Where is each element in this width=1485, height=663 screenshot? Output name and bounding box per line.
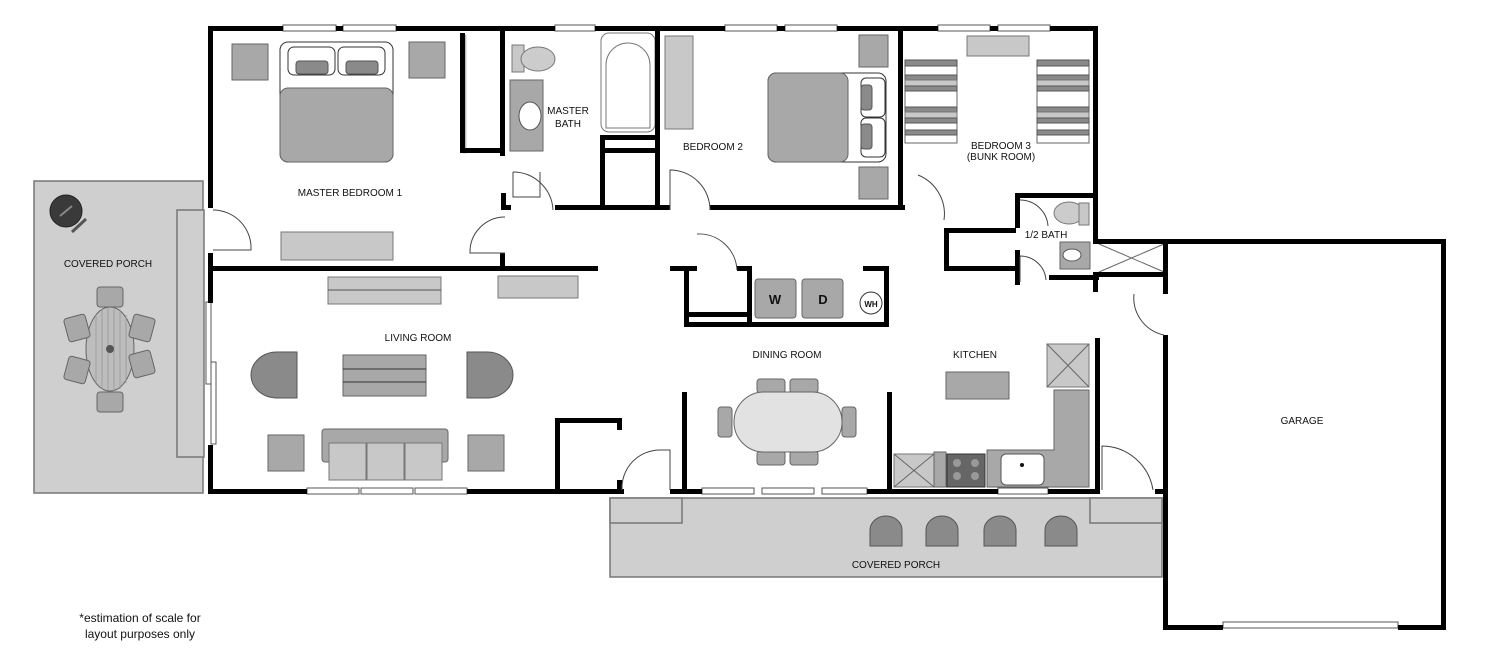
walls	[208, 26, 1446, 630]
bedroom2-furniture	[664, 34, 889, 200]
scale-note-line1: *estimation of scale for	[79, 611, 201, 625]
master-bath-fixtures	[509, 32, 656, 152]
porch-chairs	[869, 515, 1078, 547]
side-covered-porch: COVERED PORCH	[33, 180, 205, 494]
room-label-master-bath-1: MASTER	[547, 106, 589, 117]
room-label-kitchen: KITCHEN	[953, 350, 997, 361]
room-label-master-bath-2: BATH	[555, 119, 581, 130]
scale-note-line2: layout purposes only	[84, 627, 196, 641]
room-label-bedroom-3-2: (BUNK ROOM)	[967, 152, 1035, 163]
room-label-front-porch: COVERED PORCH	[852, 560, 940, 571]
doors	[212, 169, 1165, 491]
room-label-living-room: LIVING ROOM	[385, 333, 452, 344]
room-labels: MASTER BEDROOM 1 MASTER BATH BEDROOM 2 B…	[298, 106, 1324, 427]
dining-table	[717, 378, 857, 466]
bedroom3-bunks	[904, 35, 1090, 144]
dryer-label: D	[818, 292, 827, 307]
room-label-side-porch: COVERED PORCH	[64, 259, 152, 270]
master-bedroom-furniture	[231, 34, 467, 261]
water-heater-label: WH	[864, 300, 878, 309]
utility-chase	[1098, 243, 1165, 273]
room-label-dining-room: DINING ROOM	[753, 350, 822, 361]
room-label-garage: GARAGE	[1281, 416, 1324, 427]
living-room-furniture	[250, 275, 579, 481]
room-label-bedroom-2: BEDROOM 2	[683, 142, 743, 153]
half-bath-fixtures	[1053, 201, 1091, 270]
laundry-appliances: W D WH	[754, 278, 883, 319]
room-label-half-bath: 1/2 BATH	[1025, 230, 1068, 241]
kitchen-fixtures	[893, 343, 1090, 488]
room-label-bedroom-3-1: BEDROOM 3	[971, 141, 1031, 152]
front-covered-porch: COVERED PORCH	[609, 497, 1163, 578]
room-label-master-bedroom: MASTER BEDROOM 1	[298, 188, 403, 199]
washer-label: W	[769, 292, 782, 307]
scale-note: *estimation of scale for layout purposes…	[40, 610, 240, 642]
